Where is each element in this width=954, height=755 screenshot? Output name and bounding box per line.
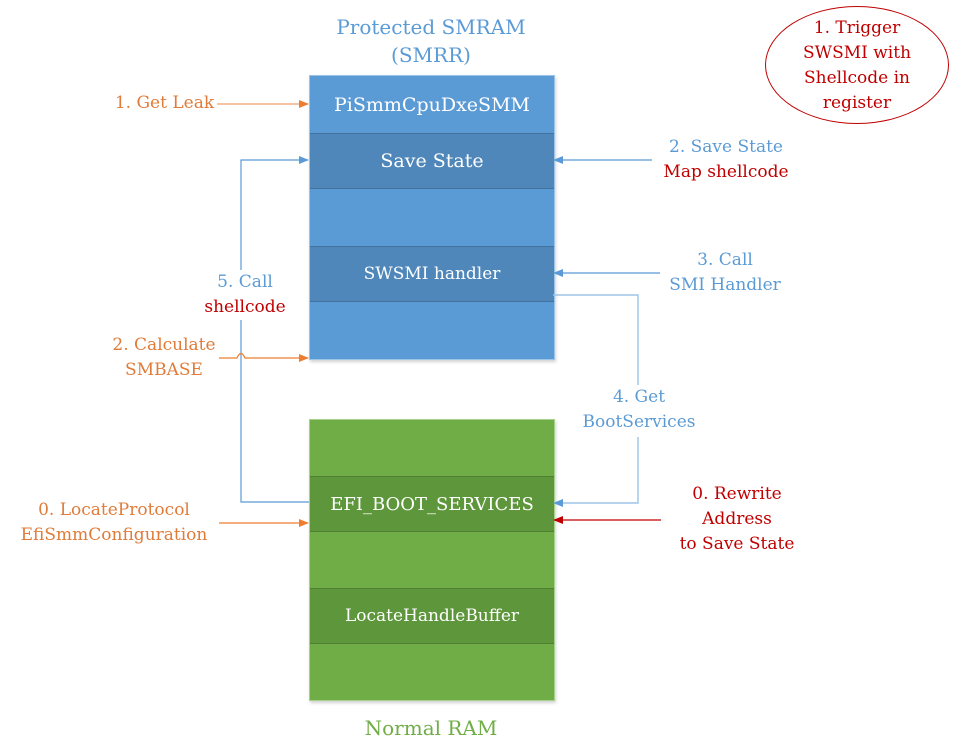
save-state-label-line2: Map shellcode bbox=[663, 162, 789, 182]
ram-row-label: EFI_BOOT_SERVICES bbox=[330, 493, 534, 515]
ram-title: Normal RAM bbox=[364, 716, 498, 740]
smram-row-pismmcpudxesmm: PiSmmCpuDxeSMM bbox=[310, 76, 554, 133]
smram-title-line1: Protected SMRAM bbox=[336, 15, 526, 39]
get-boot-services-label: 4. Get BootServices bbox=[572, 385, 706, 435]
callout-line: 1. Trigger bbox=[813, 18, 901, 38]
locate-protocol-label: 0. LocateProtocol EfiSmmConfiguration bbox=[8, 498, 220, 548]
ram-block: EFI_BOOT_SERVICES LocateHandleBuffer bbox=[309, 419, 555, 701]
smram-row-label: SWSMI handler bbox=[363, 264, 501, 284]
call-shellcode-label-line2: shellcode bbox=[204, 297, 286, 317]
get-boot-services-arrow-top bbox=[553, 294, 639, 385]
trigger-swsmi-callout bbox=[765, 6, 949, 124]
call-smi-label-line2: SMI Handler bbox=[669, 275, 781, 295]
rewrite-address-label: 0. Rewrite Address to Save State bbox=[670, 482, 804, 557]
callout-line: register bbox=[822, 93, 892, 113]
calc-smbase-label-line1: 2. Calculate bbox=[112, 335, 216, 355]
ram-row-locatehandlebuffer: LocateHandleBuffer bbox=[310, 588, 554, 644]
get-leak-label: 1. Get Leak bbox=[114, 93, 215, 113]
get-boot-services-arrow-bottom bbox=[553, 437, 639, 507]
call-shellcode-label: 5. Call shellcode bbox=[190, 270, 300, 320]
call-shellcode-label-line1: 5. Call bbox=[217, 272, 273, 292]
locate-protocol-label-line1: 0. LocateProtocol bbox=[38, 500, 190, 520]
locate-protocol-label-line2: EfiSmmConfiguration bbox=[20, 525, 208, 545]
call-shellcode-arrow bbox=[240, 156, 309, 503]
get-boot-services-label-line2: BootServices bbox=[582, 412, 696, 432]
rewrite-address-label-line1: 0. Rewrite bbox=[692, 484, 782, 504]
callout-line: SWSMI with bbox=[802, 43, 912, 63]
smram-title: Protected SMRAM (SMRR) bbox=[310, 13, 552, 69]
smram-block: PiSmmCpuDxeSMM Save State SWSMI handler bbox=[309, 75, 555, 360]
trigger-swsmi-text: 1. Trigger SWSMI with Shellcode in regis… bbox=[775, 16, 939, 116]
smram-row-label: Save State bbox=[380, 150, 484, 172]
ram-row-efi-boot-services: EFI_BOOT_SERVICES bbox=[310, 476, 554, 532]
smram-row-swsmi-handler: SWSMI handler bbox=[310, 246, 554, 302]
smram-row-save-state: Save State bbox=[310, 133, 554, 189]
save-state-label-line1: 2. Save State bbox=[669, 137, 783, 157]
ram-row-label: LocateHandleBuffer bbox=[344, 606, 520, 626]
calc-smbase-label: 2. Calculate SMBASE bbox=[104, 333, 224, 383]
smram-title-line2: (SMRR) bbox=[391, 43, 471, 67]
calc-smbase-label-line2: SMBASE bbox=[125, 360, 203, 380]
smram-row-label: PiSmmCpuDxeSMM bbox=[334, 93, 530, 116]
rewrite-address-label-line2: Address bbox=[702, 509, 772, 529]
call-smi-label: 3. Call SMI Handler bbox=[655, 248, 795, 298]
calc-smbase-arrow bbox=[219, 352, 309, 362]
get-boot-services-label-line1: 4. Get bbox=[612, 387, 666, 407]
save-state-label: 2. Save State Map shellcode bbox=[650, 135, 802, 185]
call-smi-label-line1: 3. Call bbox=[697, 250, 753, 270]
callout-line: Shellcode in bbox=[803, 68, 911, 88]
rewrite-address-label-line3: to Save State bbox=[679, 534, 795, 554]
